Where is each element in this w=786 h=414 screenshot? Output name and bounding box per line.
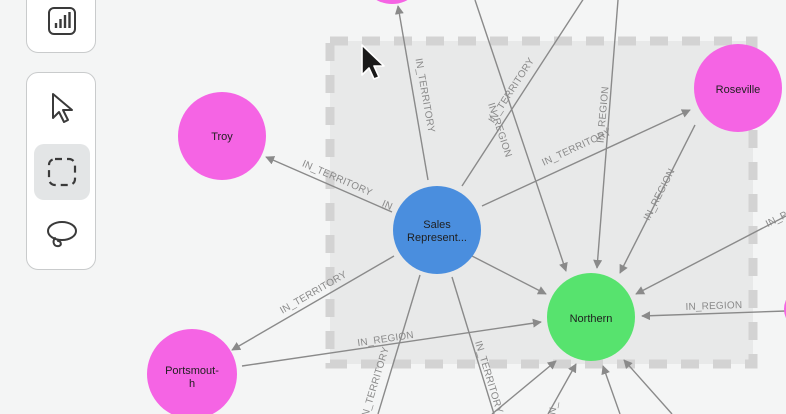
edge-portsmouth-northern[interactable] (241, 318, 542, 367)
node-top-partial[interactable] (360, 0, 424, 4)
edge-label-troy-extra: IN (380, 199, 394, 213)
node-portsmouth-label-1: Portsmout- (165, 365, 219, 377)
node-troy[interactable]: Troy (178, 92, 266, 180)
node-portsmouth[interactable]: Portsmout- h (147, 329, 237, 414)
box-select-icon (47, 157, 77, 187)
edge-right-northern-1[interactable] (635, 215, 786, 295)
selection-toolbar (26, 72, 96, 270)
node-sales-representative[interactable]: Sales Represent... (393, 186, 481, 274)
edge-right-northern-2[interactable] (641, 310, 786, 321)
lasso-select-tool-button[interactable] (34, 207, 90, 263)
toolbar-top (26, 0, 96, 53)
node-northern[interactable]: Northern (547, 273, 635, 361)
edge-roseville-northern[interactable] (619, 124, 696, 274)
edge-bottom-northern-4[interactable] (623, 359, 673, 414)
selection-box (325, 36, 758, 369)
node-northern-label: Northern (570, 313, 613, 325)
edge-bottom-northern-2[interactable] (547, 363, 577, 414)
graph-edges (231, 0, 786, 414)
edge-label-right-2: IN_REGION (685, 300, 742, 313)
mouse-cursor-icon (361, 44, 385, 80)
edge-sales-roseville[interactable] (481, 109, 691, 207)
edge-sales-northern[interactable] (471, 255, 547, 295)
lasso-icon (47, 221, 77, 248)
node-sales-rep-label-1: Sales (423, 219, 451, 231)
select-tool-button[interactable] (34, 80, 90, 136)
edge-label-top-northern-2: IN_REGION (596, 86, 612, 144)
edge-top-northern-2[interactable] (593, 0, 619, 269)
dashboard-button[interactable] (34, 0, 90, 49)
graph-nodes: Troy Roseville Portsmout- h Sales Repres… (147, 0, 786, 414)
edge-label-bottom: IN_ (547, 400, 561, 414)
edge-sales-portsmouth[interactable] (231, 255, 395, 351)
node-troy-label: Troy (211, 131, 233, 143)
edge-sales-down-1[interactable] (377, 274, 421, 414)
edge-bottom-northern-1[interactable] (491, 360, 557, 414)
box-select-tool-button[interactable] (34, 144, 90, 200)
node-roseville-label: Roseville (716, 84, 761, 96)
edge-top-northern-1[interactable] (474, 0, 568, 272)
pointer-icon (52, 93, 73, 123)
node-sales-rep-label-2: Represent... (407, 232, 467, 244)
node-portsmouth-label-2: h (189, 378, 195, 390)
edge-label-right-1: IN_P (764, 210, 786, 230)
edge-sales-up-territory[interactable] (394, 5, 429, 181)
edge-sales-troy[interactable] (265, 156, 393, 213)
edge-sales-up-right[interactable] (461, 0, 586, 187)
edge-bottom-northern-3[interactable] (601, 365, 621, 414)
node-roseville[interactable]: Roseville (694, 44, 782, 132)
bar-chart-icon (48, 7, 76, 35)
edge-sales-down-2[interactable] (451, 276, 495, 414)
